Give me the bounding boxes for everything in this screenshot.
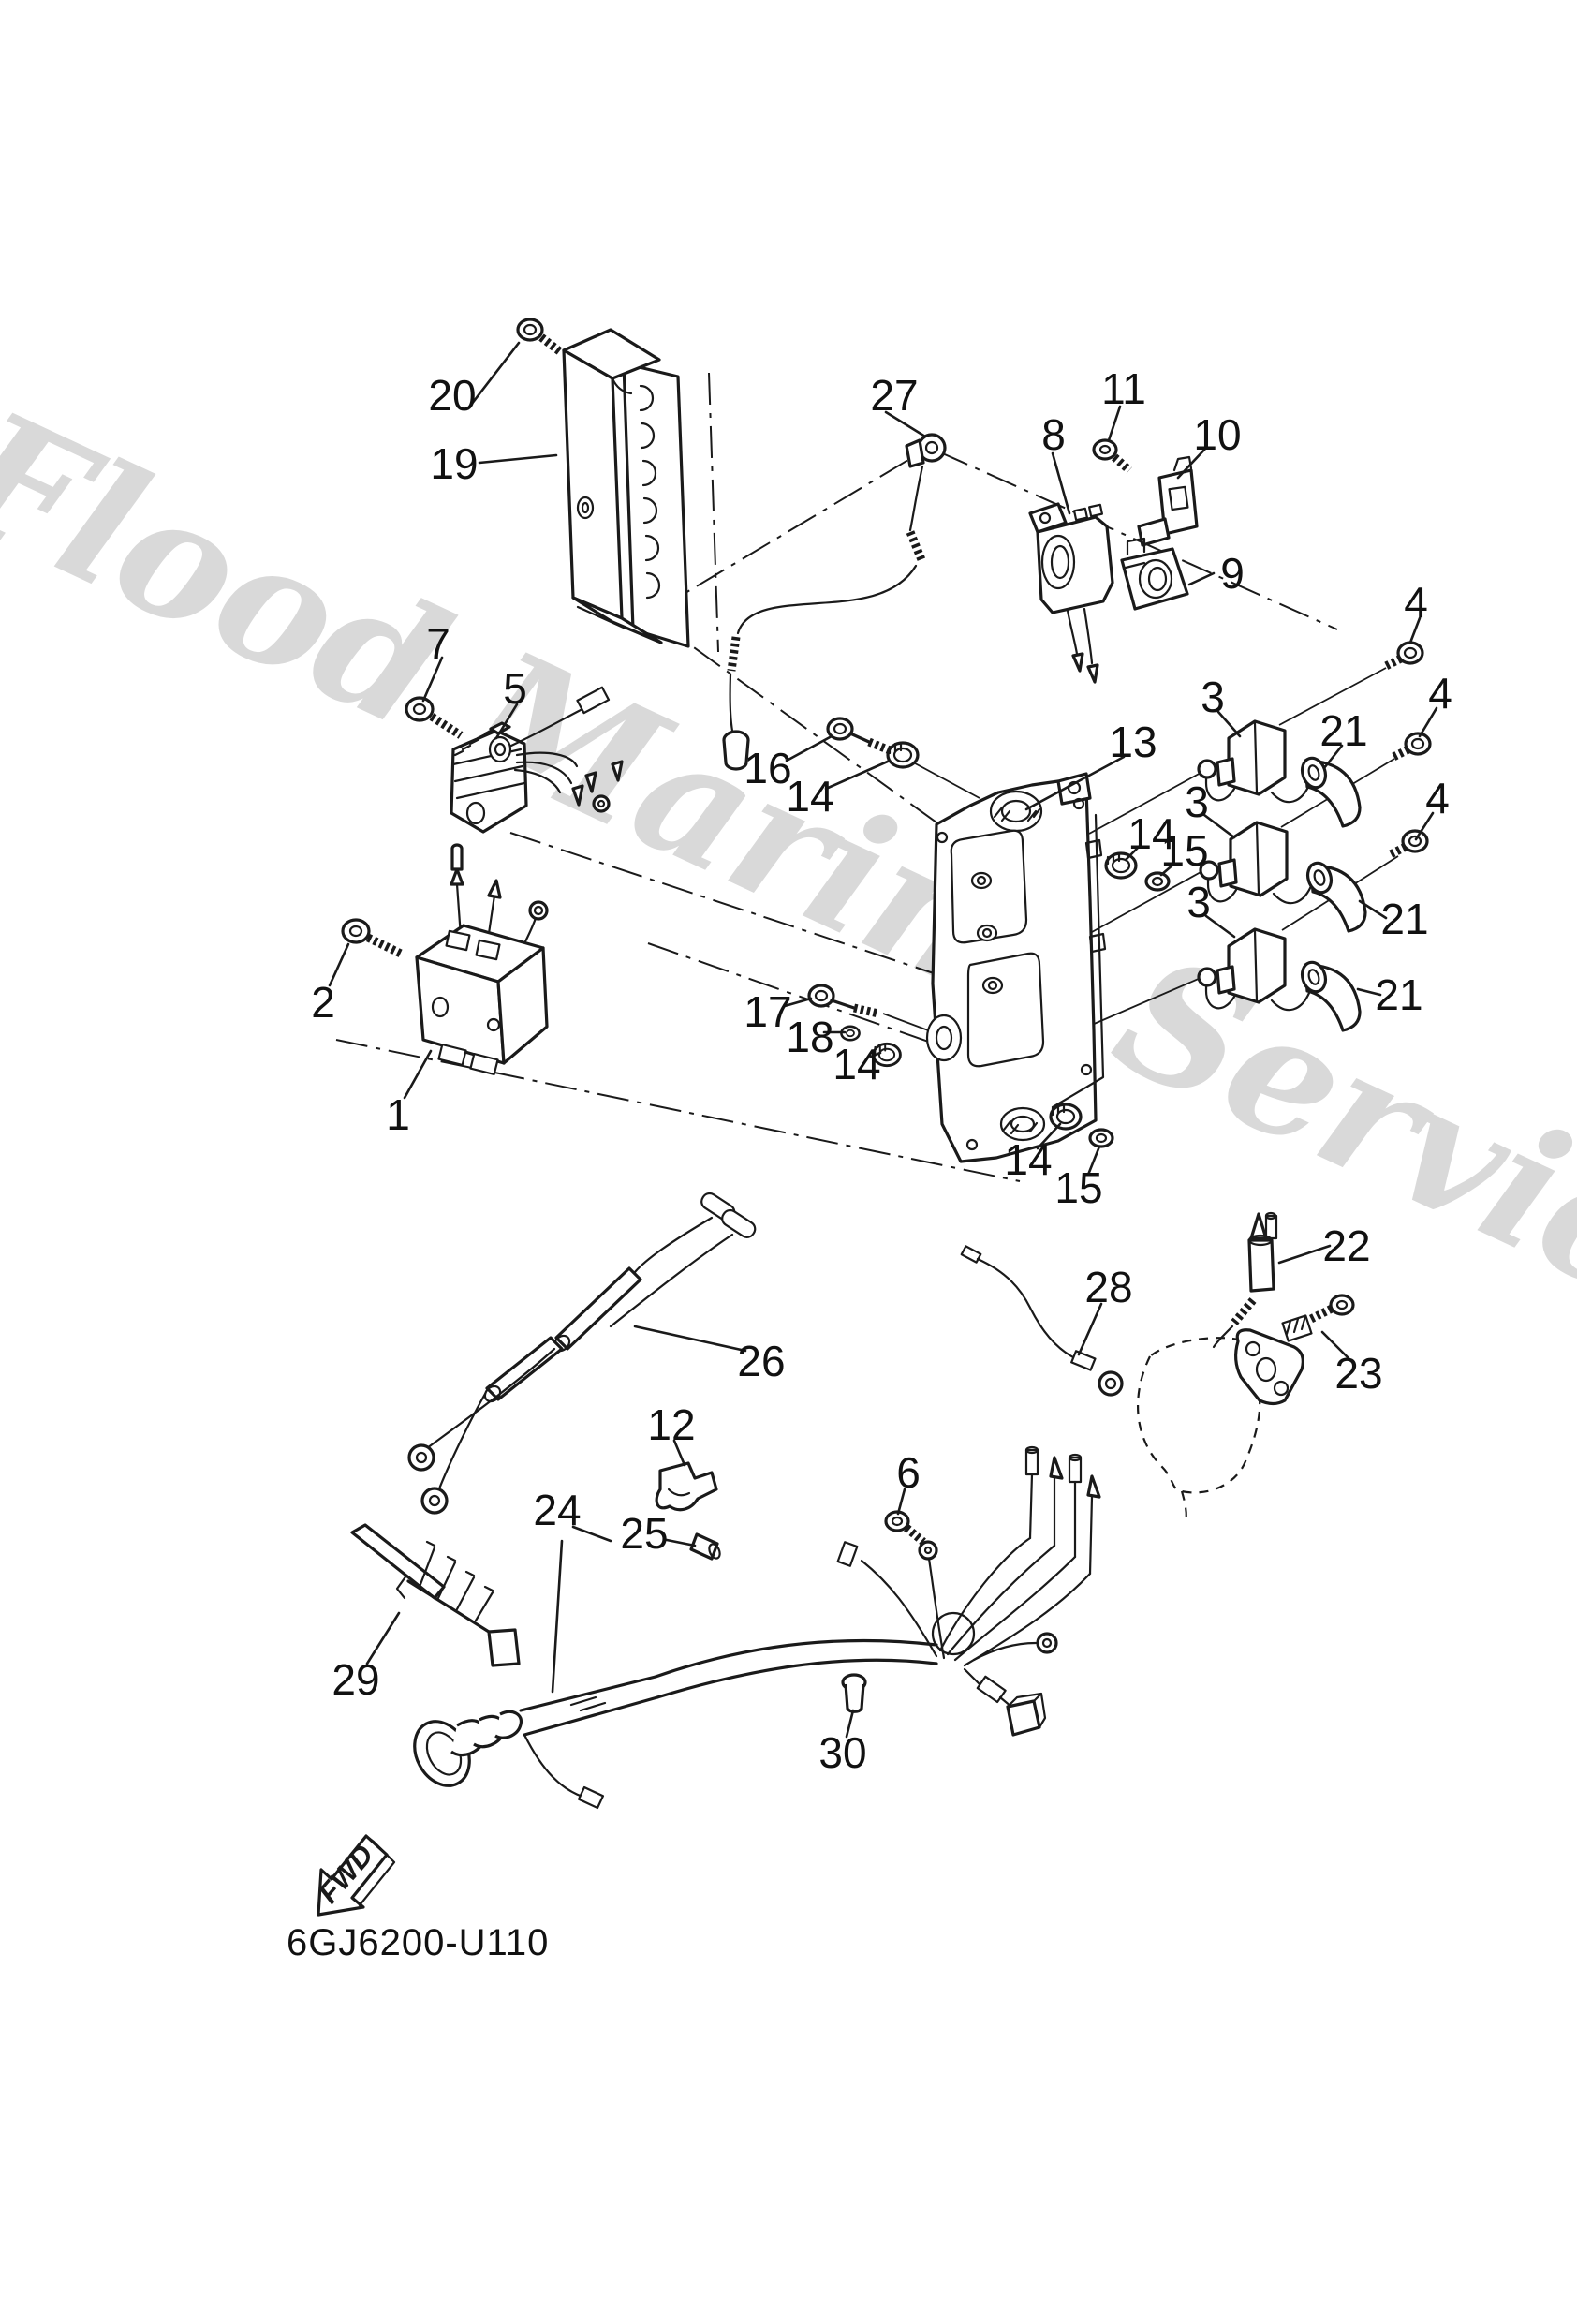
- part-4-screws: [1384, 643, 1430, 855]
- part-19-cover: [562, 328, 690, 648]
- callout-15: 15: [1054, 1163, 1103, 1212]
- part-6-screw: [884, 1510, 926, 1546]
- callout-24: 24: [533, 1486, 582, 1534]
- part-12-clamp: [655, 1461, 718, 1512]
- callout-7: 7: [426, 619, 450, 668]
- part-29-cable-tie: [350, 1523, 521, 1667]
- callout-4: 4: [1425, 774, 1450, 822]
- callout-17: 17: [744, 987, 792, 1036]
- callout-9: 9: [1220, 549, 1245, 598]
- part-1-cdi-unit: [415, 843, 549, 1076]
- callout-15: 15: [1160, 826, 1209, 875]
- part-5-regulator: [450, 686, 624, 834]
- part-10-bracket: [1137, 455, 1199, 547]
- callout-16: 16: [744, 744, 792, 792]
- callout-18: 18: [786, 1013, 834, 1061]
- callout-21: 21: [1319, 706, 1368, 755]
- part-30-plug: [841, 1673, 867, 1713]
- callout-28: 28: [1084, 1263, 1133, 1311]
- callout-3: 3: [1185, 777, 1209, 826]
- part-26-battery-cables: [407, 1192, 757, 1515]
- part-3-ignition-coils: [1197, 719, 1313, 1012]
- callout-14: 14: [1004, 1135, 1053, 1184]
- fwd-arrow: FWD: [312, 1834, 396, 1917]
- part-24-wire-harness: [413, 1445, 1101, 1810]
- callout-27: 27: [870, 371, 919, 420]
- callout-8: 8: [1041, 410, 1066, 459]
- callout-5: 5: [503, 664, 527, 713]
- part-15-washer-a: [1144, 871, 1171, 892]
- callout-11: 11: [1101, 364, 1146, 413]
- callout-21: 21: [1375, 970, 1423, 1019]
- part-11-screw: [1092, 438, 1132, 474]
- part-27-ground-lead: [722, 433, 947, 771]
- callout-10: 10: [1193, 410, 1242, 459]
- callout-26: 26: [737, 1337, 786, 1385]
- callout-29: 29: [332, 1655, 380, 1704]
- part-14-grommet-d: [1049, 1103, 1083, 1131]
- part-8-relay: [1028, 502, 1114, 684]
- callout-1: 1: [386, 1090, 410, 1139]
- part-2-bolt: [341, 918, 403, 958]
- leader-lines: [328, 341, 1438, 1739]
- callout-23: 23: [1334, 1349, 1383, 1398]
- callout-22: 22: [1322, 1221, 1371, 1270]
- callout-19: 19: [430, 439, 479, 488]
- part-13-bracket-plate: [925, 772, 1107, 1163]
- callout-3: 3: [1186, 878, 1211, 926]
- callout-6: 6: [896, 1448, 921, 1497]
- part-14-grommet-a: [886, 741, 920, 769]
- callout-13: 13: [1109, 718, 1157, 766]
- callout-4: 4: [1404, 578, 1428, 627]
- callout-2: 2: [311, 978, 335, 1027]
- callout-14: 14: [1127, 809, 1176, 858]
- callout-20: 20: [428, 371, 477, 420]
- callout-12: 12: [647, 1400, 696, 1449]
- part-16-bolt: [826, 717, 892, 755]
- anode-bracket: [1234, 1328, 1304, 1406]
- part-25-bush: [689, 1532, 721, 1561]
- callout-21: 21: [1380, 895, 1429, 943]
- callout-30: 30: [818, 1728, 867, 1777]
- part-7-screw: [405, 696, 464, 739]
- part-28-ground-wire: [960, 1245, 1124, 1397]
- part-20-screw: [516, 318, 565, 357]
- drawing-code: 6GJ6200-U110: [287, 1922, 550, 1963]
- callout-14: 14: [786, 772, 834, 821]
- callout-25: 25: [620, 1509, 669, 1558]
- part-17-bolt: [807, 984, 880, 1018]
- callout-14: 14: [833, 1040, 881, 1088]
- part-9-mount: [1120, 537, 1189, 611]
- part-15-washer-b: [1088, 1128, 1114, 1148]
- callout-3: 3: [1201, 673, 1225, 721]
- callout-4: 4: [1428, 669, 1452, 718]
- part-23-screw: [1281, 1294, 1355, 1342]
- part-22-anode-lead: [1212, 1211, 1278, 1349]
